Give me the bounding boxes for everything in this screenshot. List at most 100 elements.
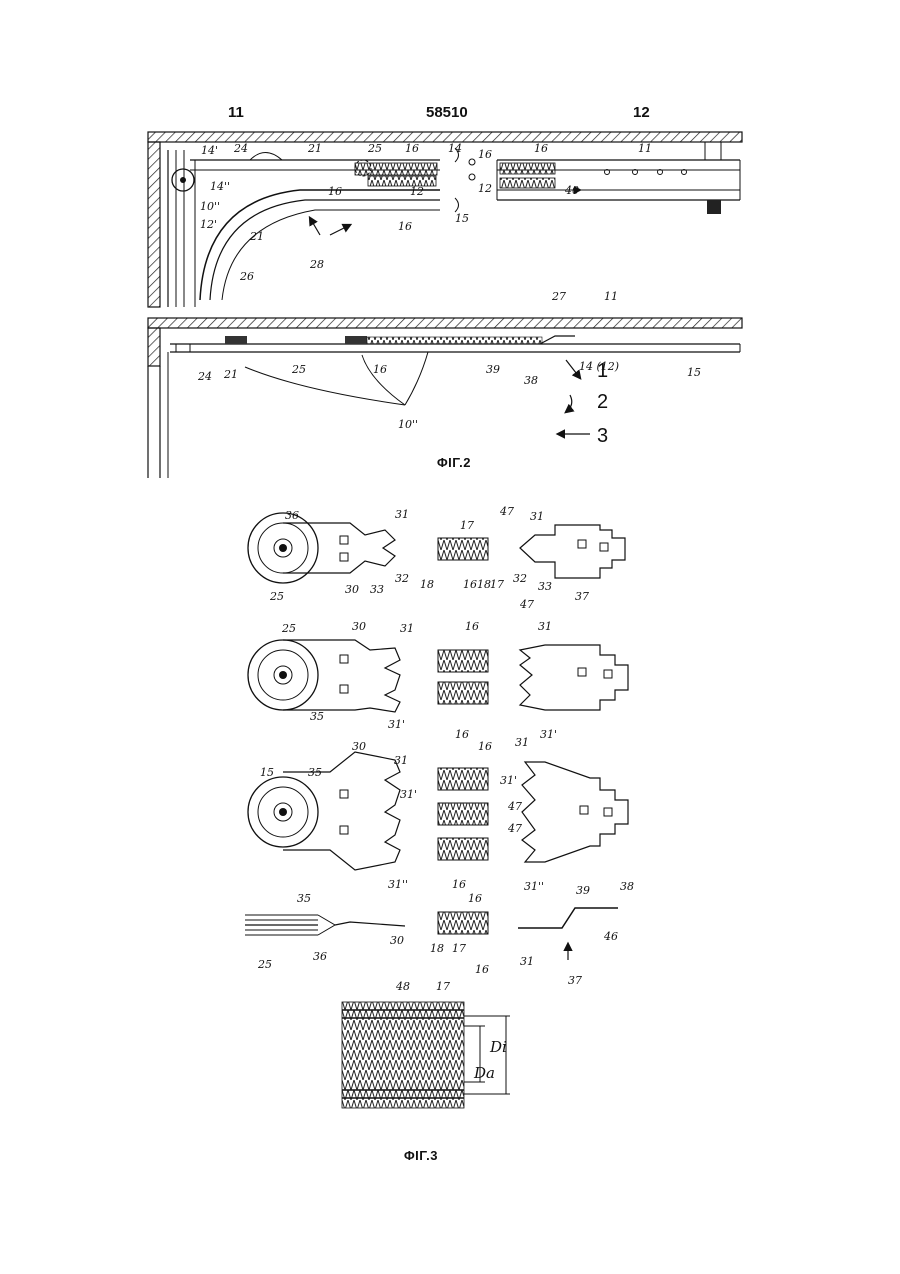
- fig2-lower-labels: 27 11 24 21 25 16 39 38 14 (12) 15 10'' …: [197, 290, 701, 447]
- svg-text:31: 31: [400, 622, 414, 635]
- svg-text:16: 16: [455, 728, 469, 741]
- svg-text:16: 16: [452, 878, 466, 891]
- svg-text:47: 47: [507, 822, 522, 835]
- fig2-caption: ΦΙΓ.2: [437, 455, 471, 470]
- svg-text:16: 16: [475, 963, 489, 976]
- svg-text:21: 21: [249, 230, 264, 243]
- svg-text:31': 31': [500, 774, 517, 787]
- fig3-caption: ΦΙΓ.3: [404, 1148, 438, 1163]
- svg-text:12': 12': [200, 218, 217, 231]
- svg-text:31: 31: [395, 508, 409, 521]
- svg-text:47: 47: [499, 505, 514, 518]
- svg-text:32: 32: [513, 572, 527, 585]
- fig3-spring-detail: [342, 1002, 510, 1108]
- svg-text:46: 46: [603, 930, 618, 943]
- svg-text:15: 15: [260, 766, 274, 779]
- svg-text:16: 16: [405, 142, 419, 155]
- svg-text:25: 25: [291, 363, 306, 376]
- svg-text:18: 18: [477, 578, 491, 591]
- svg-text:1: 1: [597, 360, 608, 382]
- svg-text:48: 48: [395, 980, 410, 993]
- svg-text:17: 17: [490, 578, 504, 591]
- fig2-lower-view: [148, 318, 742, 478]
- svg-text:31: 31: [520, 955, 534, 968]
- svg-text:31: 31: [515, 736, 529, 749]
- svg-text:31'': 31'': [524, 880, 544, 893]
- svg-text:Di: Di: [489, 1038, 507, 1056]
- svg-text:33: 33: [370, 583, 384, 596]
- svg-text:37: 37: [568, 974, 582, 987]
- svg-text:10'': 10'': [398, 418, 418, 431]
- svg-text:31: 31: [530, 510, 544, 523]
- svg-text:3: 3: [597, 425, 608, 447]
- svg-text:16: 16: [468, 892, 482, 905]
- svg-text:21: 21: [223, 368, 238, 381]
- svg-text:37: 37: [575, 590, 589, 603]
- svg-text:39: 39: [576, 884, 590, 897]
- svg-text:14'': 14'': [210, 180, 230, 193]
- svg-text:14': 14': [201, 144, 218, 157]
- svg-text:39: 39: [486, 363, 500, 376]
- svg-text:18: 18: [420, 578, 434, 591]
- svg-text:31: 31: [538, 620, 552, 633]
- svg-text:11: 11: [638, 142, 652, 155]
- svg-text:31'': 31'': [388, 878, 408, 891]
- svg-text:17: 17: [436, 980, 450, 993]
- svg-text:35: 35: [310, 710, 324, 723]
- svg-text:16: 16: [478, 740, 492, 753]
- svg-text:25: 25: [367, 142, 382, 155]
- svg-text:15: 15: [455, 212, 469, 225]
- svg-text:31': 31': [540, 728, 557, 741]
- svg-text:2: 2: [597, 391, 608, 413]
- svg-text:25: 25: [269, 590, 284, 603]
- svg-text:26: 26: [239, 270, 254, 283]
- svg-text:35: 35: [308, 766, 322, 779]
- fig3-row1: [248, 513, 625, 583]
- fig3-row3: [248, 752, 628, 870]
- svg-text:30: 30: [390, 934, 404, 947]
- svg-text:11: 11: [604, 290, 618, 303]
- svg-text:21: 21: [307, 142, 322, 155]
- svg-text:36: 36: [285, 509, 299, 522]
- svg-text:12: 12: [478, 182, 492, 195]
- svg-text:28: 28: [309, 258, 324, 271]
- fig3-row2: [248, 640, 628, 712]
- svg-text:31: 31: [394, 754, 408, 767]
- svg-text:33: 33: [538, 580, 552, 593]
- svg-text:40: 40: [564, 184, 579, 197]
- svg-text:36: 36: [313, 950, 327, 963]
- svg-text:38: 38: [524, 374, 538, 387]
- svg-text:18: 18: [430, 942, 444, 955]
- svg-text:14: 14: [448, 142, 462, 155]
- svg-text:32: 32: [395, 572, 409, 585]
- svg-text:17: 17: [452, 942, 466, 955]
- fig3-row3-labels: 15 35 30 31 31' 31'' 16 16 31 31' 47 47 …: [260, 736, 544, 893]
- svg-text:15: 15: [687, 366, 701, 379]
- svg-text:25: 25: [257, 958, 272, 971]
- fig2-upper-view: [148, 132, 742, 307]
- svg-text:30: 30: [352, 620, 366, 633]
- svg-text:27: 27: [551, 290, 566, 303]
- svg-text:31': 31': [400, 788, 417, 801]
- svg-text:16: 16: [463, 578, 477, 591]
- svg-text:16: 16: [373, 363, 387, 376]
- svg-text:24: 24: [197, 370, 212, 383]
- svg-text:12: 12: [410, 185, 424, 198]
- svg-text:35: 35: [297, 892, 311, 905]
- svg-text:47: 47: [519, 598, 534, 611]
- svg-text:31': 31': [388, 718, 405, 731]
- svg-text:16: 16: [478, 148, 492, 161]
- svg-text:24: 24: [233, 142, 248, 155]
- svg-text:30: 30: [345, 583, 359, 596]
- svg-text:16: 16: [534, 142, 548, 155]
- svg-text:16: 16: [465, 620, 479, 633]
- svg-text:10'': 10'': [200, 200, 220, 213]
- svg-text:47: 47: [507, 800, 522, 813]
- svg-text:Da: Da: [473, 1064, 495, 1082]
- svg-text:16: 16: [328, 185, 342, 198]
- svg-text:38: 38: [620, 880, 634, 893]
- svg-text:30: 30: [352, 740, 366, 753]
- fig3-row2-labels: 25 30 31 35 31' 16 16 31 31': [281, 620, 557, 741]
- svg-text:16: 16: [398, 220, 412, 233]
